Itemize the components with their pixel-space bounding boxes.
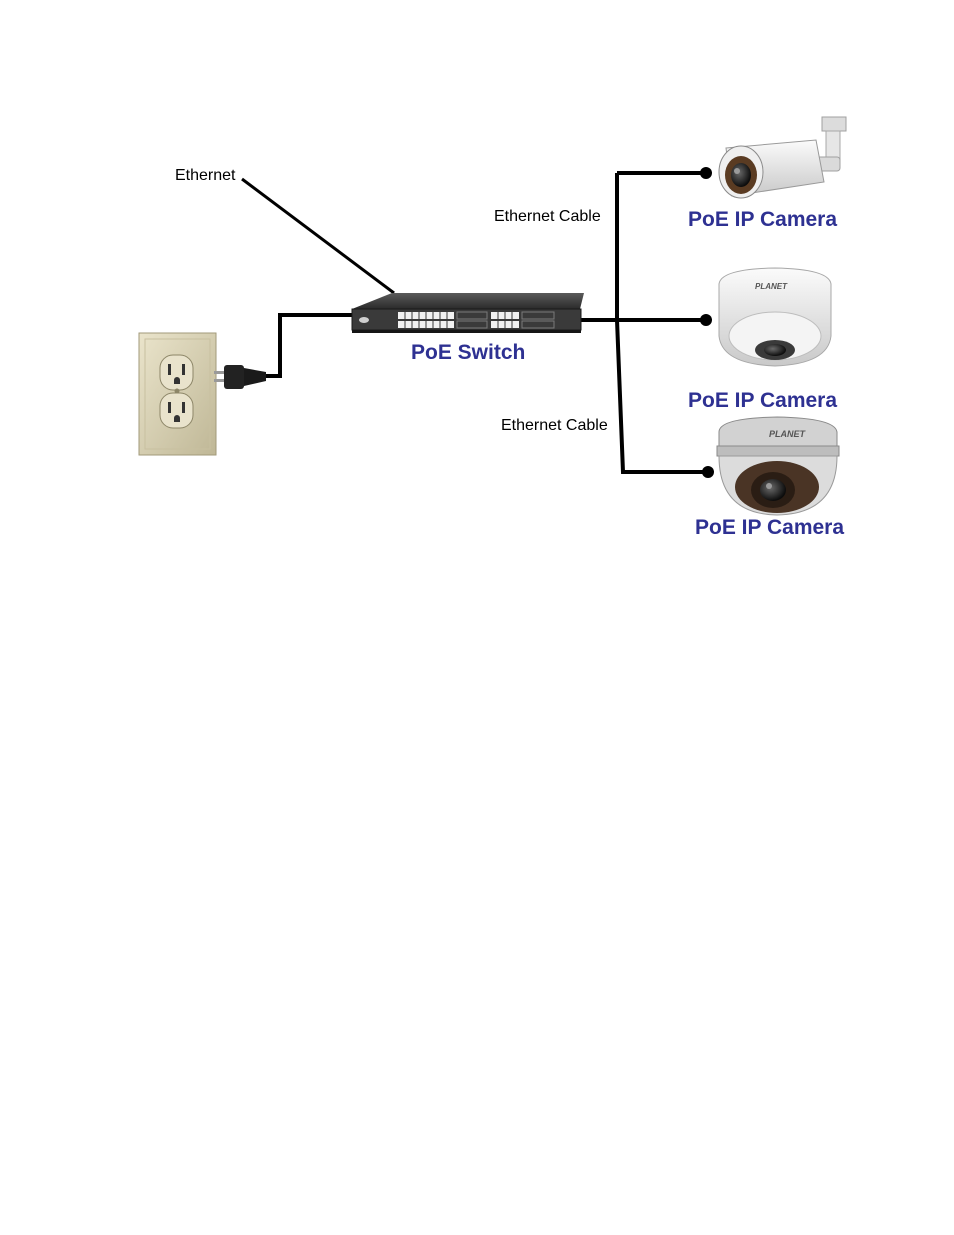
camera-2-brand-text: PLANET [755,282,788,291]
network-switch-icon [351,293,584,333]
vandal-dome-camera-icon: PLANET [716,416,840,516]
camera-3-brand-text: PLANET [769,429,807,439]
camera-1-label: PoE IP Camera [688,208,838,231]
dome-camera-icon: PLANET [718,267,832,367]
ethernet-cable-label-top: Ethernet Cable [494,208,601,225]
camera-1-connector-dot [700,167,712,179]
poe-switch-label: PoE Switch [411,341,526,364]
power-plug-icon [214,365,266,389]
camera-2-connector-dot [700,314,712,326]
bullet-camera-icon [718,116,847,199]
power-outlet-icon [138,332,217,456]
power-cord [266,313,355,378]
camera-2-label: PoE IP Camera [688,389,838,412]
camera-3-label: PoE IP Camera [695,516,845,539]
switch-to-camera-3-cable [615,319,708,474]
ethernet-uplink-cable [241,177,395,295]
camera-3-connector-dot [702,466,714,478]
ethernet-cable-label-bottom: Ethernet Cable [501,417,608,434]
ethernet-label: Ethernet [175,167,236,184]
